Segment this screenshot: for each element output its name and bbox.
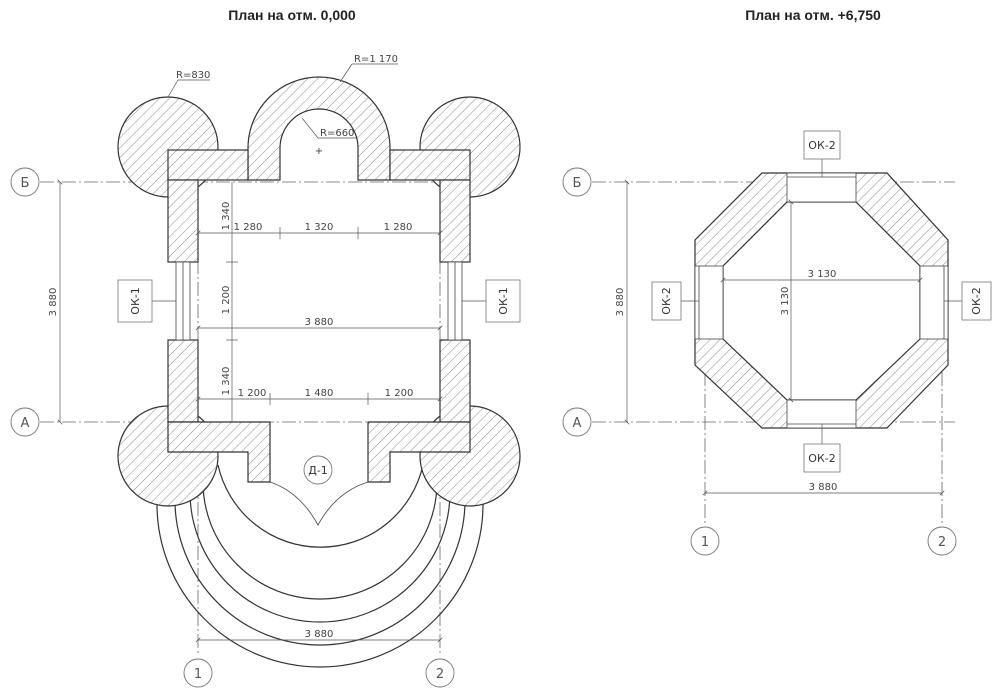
window-tag-left2-label: ОК-2 <box>660 287 673 314</box>
r830-leader <box>167 79 179 98</box>
plan1-axis-a-bubble <box>10 407 40 437</box>
step-arc-2 <box>174 499 466 646</box>
wall-bottom-right <box>367 421 471 483</box>
plan2-dim-inner-height: 3 130 <box>780 287 791 316</box>
window-top-opening <box>786 172 857 203</box>
plan2-dim-inner-width: 3 130 <box>808 269 837 280</box>
window-tag-right2-label: ОК-2 <box>970 287 983 314</box>
window-tag-top-label: ОК-2 <box>808 139 835 152</box>
apse-wall <box>247 76 391 181</box>
radius-660-label: R=660 <box>320 128 354 139</box>
dim-bot-right: 1 200 <box>385 388 414 399</box>
wall-bottom-left <box>167 421 271 483</box>
plan2-axis-1-bubble <box>690 526 720 556</box>
octagon-wall <box>694 172 949 429</box>
dim-bot-mid: 1 480 <box>305 388 334 399</box>
dim-top-mid: 1 320 <box>305 222 334 233</box>
wall-top-right <box>389 149 471 181</box>
dim-width-mid: 3 880 <box>305 317 334 328</box>
window-left-opening <box>694 265 724 340</box>
plan1-axis-1-bubble <box>183 658 213 688</box>
plan2-axis-2-label: 2 <box>938 535 946 550</box>
door-tag-label: Д-1 <box>308 464 328 477</box>
plan2-title: План на отм. +6,750 <box>745 7 881 23</box>
plan1-axis-b-label: Б <box>21 176 30 191</box>
radius-830-label: R=830 <box>176 70 210 81</box>
window-tag-right2 <box>961 281 992 321</box>
dim-top-right: 1 280 <box>384 222 413 233</box>
plan2-axis-a-label: А <box>573 416 582 431</box>
plan1-axis-1-label: 1 <box>194 667 202 682</box>
plan2-axis-a-bubble <box>562 407 592 437</box>
plan1-axis-b-bubble <box>10 167 40 197</box>
plan2-axis-b-label: Б <box>573 176 582 191</box>
step-arc-3 <box>189 491 451 623</box>
wall-left-upper <box>167 179 199 263</box>
door-tag <box>303 455 333 485</box>
plan2: 3 130 3 130 3 880 3 880 ОК-2 ОК-2 ОК-2 О… <box>562 130 992 556</box>
plan1-axis-a-label: А <box>21 416 30 431</box>
r1170-leader <box>339 63 353 83</box>
plan1-axis-2-bubble <box>425 658 455 688</box>
dim-width-total: 3 880 <box>305 629 334 640</box>
wall-left-lower <box>167 339 199 423</box>
window-tag-right <box>485 279 521 323</box>
window-tag-left-label: ОК-1 <box>129 287 142 314</box>
step-arc-5 <box>217 464 424 548</box>
step-arc-1 <box>156 503 484 668</box>
dim-bot-left: 1 200 <box>238 388 267 399</box>
window-tag-bottom-label: ОК-2 <box>808 452 835 465</box>
plan2-axis-b-bubble <box>562 167 592 197</box>
window-tag-left <box>117 279 153 323</box>
dim-v-top: 1 340 <box>221 202 232 231</box>
radius-1170-label: R=1 170 <box>354 54 398 65</box>
dim-top-left: 1 280 <box>234 222 263 233</box>
step-arc-4 <box>202 481 438 600</box>
wall-top-left <box>167 149 249 181</box>
plan1: R=830 R=1 170 R=660 + 1 280 1 320 1 280 … <box>10 54 521 688</box>
door-leaves <box>269 481 369 526</box>
plan2-axis-2-bubble <box>927 526 957 556</box>
window-tag-left2 <box>651 281 682 321</box>
plan2-axis-1-label: 1 <box>701 535 709 550</box>
window-tag-top <box>803 130 841 160</box>
dim-v-mid: 1 200 <box>221 286 232 315</box>
center-mark: + <box>315 146 323 157</box>
dim-height-total: 3 880 <box>48 288 59 317</box>
plan2-dim-height-total: 3 880 <box>615 288 626 317</box>
window-right-opening <box>919 265 949 340</box>
plan1-axis-2-label: 2 <box>436 667 444 682</box>
r660-leader <box>301 117 319 139</box>
window-bottom-opening <box>786 399 857 429</box>
dim-v-bottom: 1 340 <box>221 367 232 396</box>
window-tag-right-label: ОК-1 <box>497 287 510 314</box>
wall-right-lower <box>439 339 471 423</box>
plan1-title: План на отм. 0,000 <box>228 7 356 23</box>
plan2-dim-width-total: 3 880 <box>809 482 838 493</box>
wall-right-upper <box>439 179 471 263</box>
window-tag-bottom <box>803 443 841 473</box>
